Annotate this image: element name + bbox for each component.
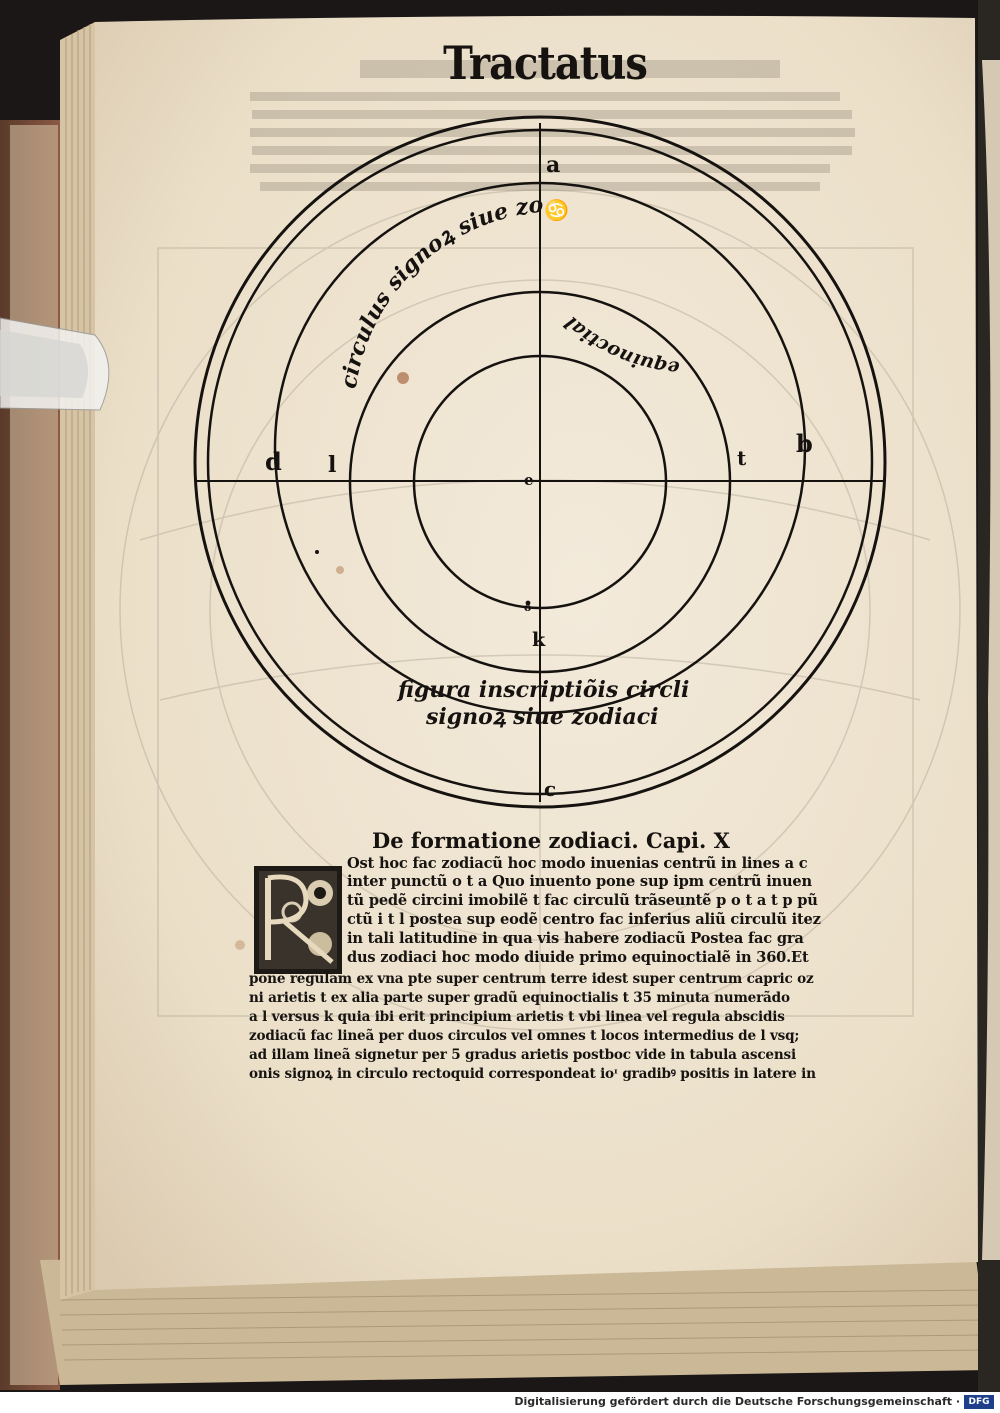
diagram-caption-line2: signoꝝ siue zodiaci [425,704,658,730]
outer-circle [193,115,887,809]
point-label-k: k [532,629,546,651]
point-label-d: d [265,447,282,476]
point-label-e: e [524,471,534,489]
point-label-b: b [796,429,813,458]
point-label-o: o [524,601,531,614]
cancer-symbol: ♋ [544,198,569,222]
zodiac-diagram [193,115,887,809]
point-label-t: t [737,446,747,470]
decorated-initial [254,866,342,974]
point-label-c: c [544,777,556,801]
point-label-l: l [328,452,336,478]
diagram-caption-line1: figura inscriptiõis circli [396,677,689,703]
center-mark [525,600,531,606]
point-label-a: a [546,152,560,178]
